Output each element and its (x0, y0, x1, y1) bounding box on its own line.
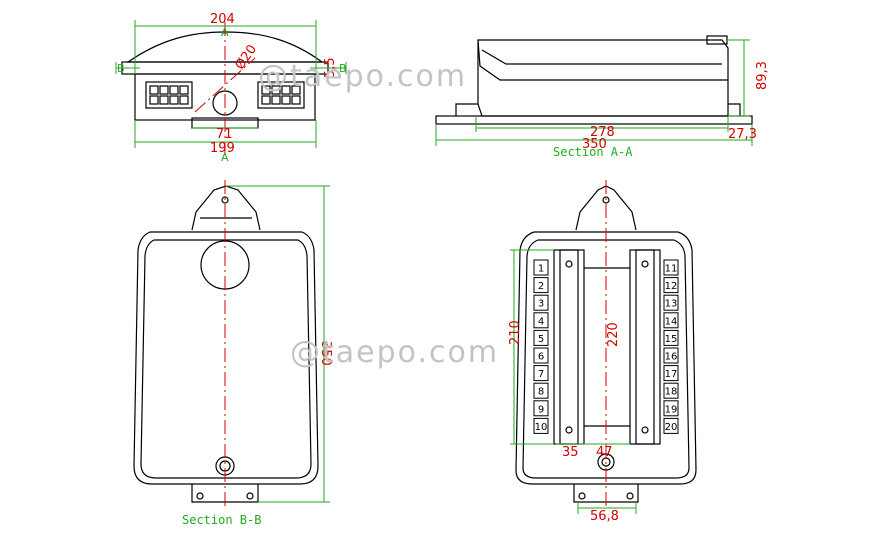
section-marker-right: B (339, 62, 347, 75)
dim-diameter: Ø20 (232, 42, 260, 73)
port-label: 11 (665, 264, 678, 275)
port-label: 15 (665, 334, 678, 345)
port-cell (533, 329, 549, 346)
port-cell (533, 259, 549, 276)
dim-front-height: 350 (318, 341, 333, 366)
port-cell (533, 294, 549, 311)
port-cell (533, 417, 549, 434)
port-label: 1 (538, 264, 544, 275)
section-marker-a-top: A (221, 26, 229, 39)
watermark-top: @taepo.com (258, 59, 467, 94)
port-cell (663, 417, 679, 434)
dim-gap-right: 47 (596, 445, 613, 460)
dim-height: 89,3 (755, 61, 770, 90)
port-cell (663, 329, 679, 346)
left-connector-cells (149, 85, 189, 105)
watermark-middle: @taepo.com (290, 335, 499, 370)
port-cell (663, 294, 679, 311)
dim-gap-left: 35 (562, 445, 579, 460)
dim-width-bottom: 199 (210, 141, 235, 156)
port-cell (533, 277, 549, 294)
port-cell (533, 312, 549, 329)
side-view: 278 350 27,3 89,3 Section A-A (435, 35, 770, 159)
port-cell (533, 400, 549, 417)
port-label: 4 (538, 316, 544, 327)
port-label: 20 (665, 422, 678, 433)
front-view: 350 Section B-B (133, 180, 333, 527)
port-labels-left: 1 2 3 4 5 6 7 8 9 10 (533, 259, 549, 434)
dim-flange: 27,3 (728, 127, 757, 142)
port-label: 3 (538, 299, 544, 310)
section-marker-a-bottom: A (221, 151, 229, 164)
port-cell (533, 347, 549, 364)
port-label: 8 (538, 387, 544, 398)
port-cell (663, 382, 679, 399)
port-label: 16 (665, 352, 678, 363)
port-cell (663, 259, 679, 276)
dim-right-rail: 220 (606, 322, 621, 347)
port-label: 10 (535, 422, 548, 433)
right-connector-cells (261, 85, 301, 105)
caption-section-b-b: Section B-B (182, 513, 261, 527)
port-label: 18 (665, 387, 678, 398)
dim-left-rail: 210 (508, 320, 523, 345)
dim-side: 5,5 (323, 57, 338, 78)
port-labels-right: 11 12 13 14 15 16 17 18 19 20 (663, 259, 679, 434)
section-marker-left: B (117, 62, 125, 75)
port-cell (533, 382, 549, 399)
port-cell (663, 312, 679, 329)
dim-width-top: 204 (210, 12, 235, 27)
dim-length-inner: 278 (590, 125, 615, 140)
port-cell (663, 347, 679, 364)
dim-inner-width: 71 (216, 127, 233, 142)
dim-bottom: 56,8 (590, 509, 619, 524)
port-cell (533, 365, 549, 382)
port-label: 7 (538, 369, 544, 380)
port-cell (663, 277, 679, 294)
port-label: 14 (665, 316, 678, 327)
caption-section-a-a: Section A-A (553, 145, 633, 159)
port-label: 19 (665, 404, 678, 415)
port-label: 12 (665, 281, 678, 292)
port-cell (663, 400, 679, 417)
port-label: 17 (665, 369, 678, 380)
port-label: 13 (665, 299, 678, 310)
port-label: 5 (538, 334, 544, 345)
port-label: 2 (538, 281, 544, 292)
port-cell (663, 365, 679, 382)
dim-length-total: 350 (582, 137, 607, 152)
port-label: 9 (538, 404, 544, 415)
port-label: 6 (538, 352, 544, 363)
top-view: 204 199 71 Ø20 5,5 B B A A (115, 12, 347, 164)
